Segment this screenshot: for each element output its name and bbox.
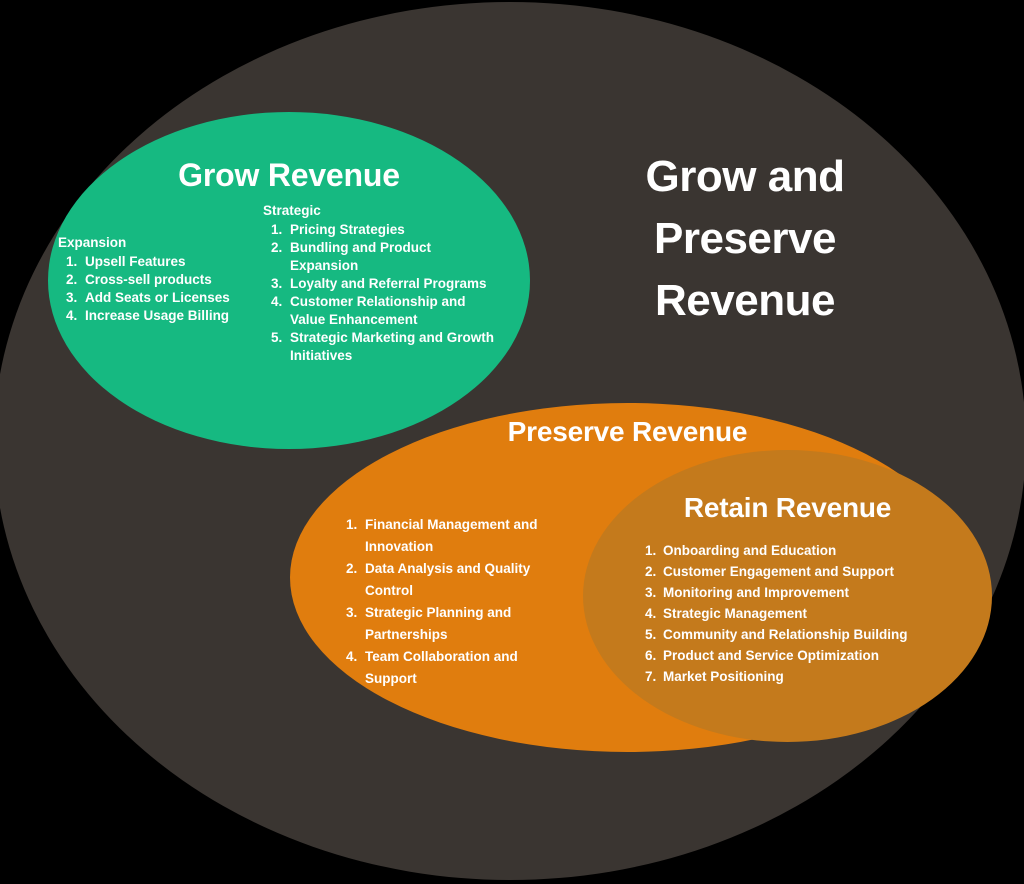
list-item: Community and Relationship Building (660, 624, 969, 645)
main-title-line-1: Grow and (645, 152, 845, 201)
expansion-list: Upsell Features Cross-sell products Add … (58, 253, 258, 325)
list-item: Financial Management and Innovation (361, 514, 573, 558)
grow-revenue-title: Grow Revenue (178, 157, 400, 193)
list-item: Strategic Marketing and Growth Initiativ… (286, 329, 495, 365)
strategic-group: Strategic Pricing Strategies Bundling an… (263, 202, 495, 365)
expansion-group: Expansion Upsell Features Cross-sell pro… (58, 234, 258, 325)
list-item: Market Positioning (660, 666, 969, 687)
retain-revenue-group: Onboarding and Education Customer Engage… (639, 540, 969, 687)
list-item: Team Collaboration and Support (361, 646, 573, 690)
list-item: Upsell Features (81, 253, 258, 271)
list-item: Monitoring and Improvement (660, 582, 969, 603)
list-item: Customer Relationship and Value Enhancem… (286, 293, 495, 329)
list-item: Customer Engagement and Support (660, 561, 969, 582)
list-item: Strategic Planning and Partnerships (361, 602, 573, 646)
strategic-heading: Strategic (263, 203, 321, 218)
preserve-revenue-title: Preserve Revenue (507, 416, 748, 447)
main-title-line-3: Revenue (655, 276, 835, 325)
list-item: Add Seats or Licenses (81, 289, 258, 307)
preserve-list: Financial Management and Innovation Data… (338, 514, 573, 690)
strategic-list: Pricing Strategies Bundling and Product … (263, 221, 495, 365)
retain-list: Onboarding and Education Customer Engage… (639, 540, 969, 687)
list-item: Increase Usage Billing (81, 307, 258, 325)
main-title: Grow and Preserve Revenue (556, 146, 934, 332)
retain-revenue-title: Retain Revenue (683, 492, 892, 523)
main-title-line-2: Preserve (654, 214, 836, 263)
expansion-heading: Expansion (58, 235, 127, 250)
list-item: Onboarding and Education (660, 540, 969, 561)
list-item: Loyalty and Referral Programs (286, 275, 495, 293)
list-item: Strategic Management (660, 603, 969, 624)
preserve-revenue-group: Financial Management and Innovation Data… (338, 514, 573, 690)
list-item: Bundling and Product Expansion (286, 239, 495, 275)
list-item: Pricing Strategies (286, 221, 495, 239)
list-item: Data Analysis and Quality Control (361, 558, 573, 602)
list-item: Product and Service Optimization (660, 645, 969, 666)
grow-revenue-ellipse (48, 112, 530, 449)
retain-revenue-ellipse (583, 450, 992, 742)
list-item: Cross-sell products (81, 271, 258, 289)
